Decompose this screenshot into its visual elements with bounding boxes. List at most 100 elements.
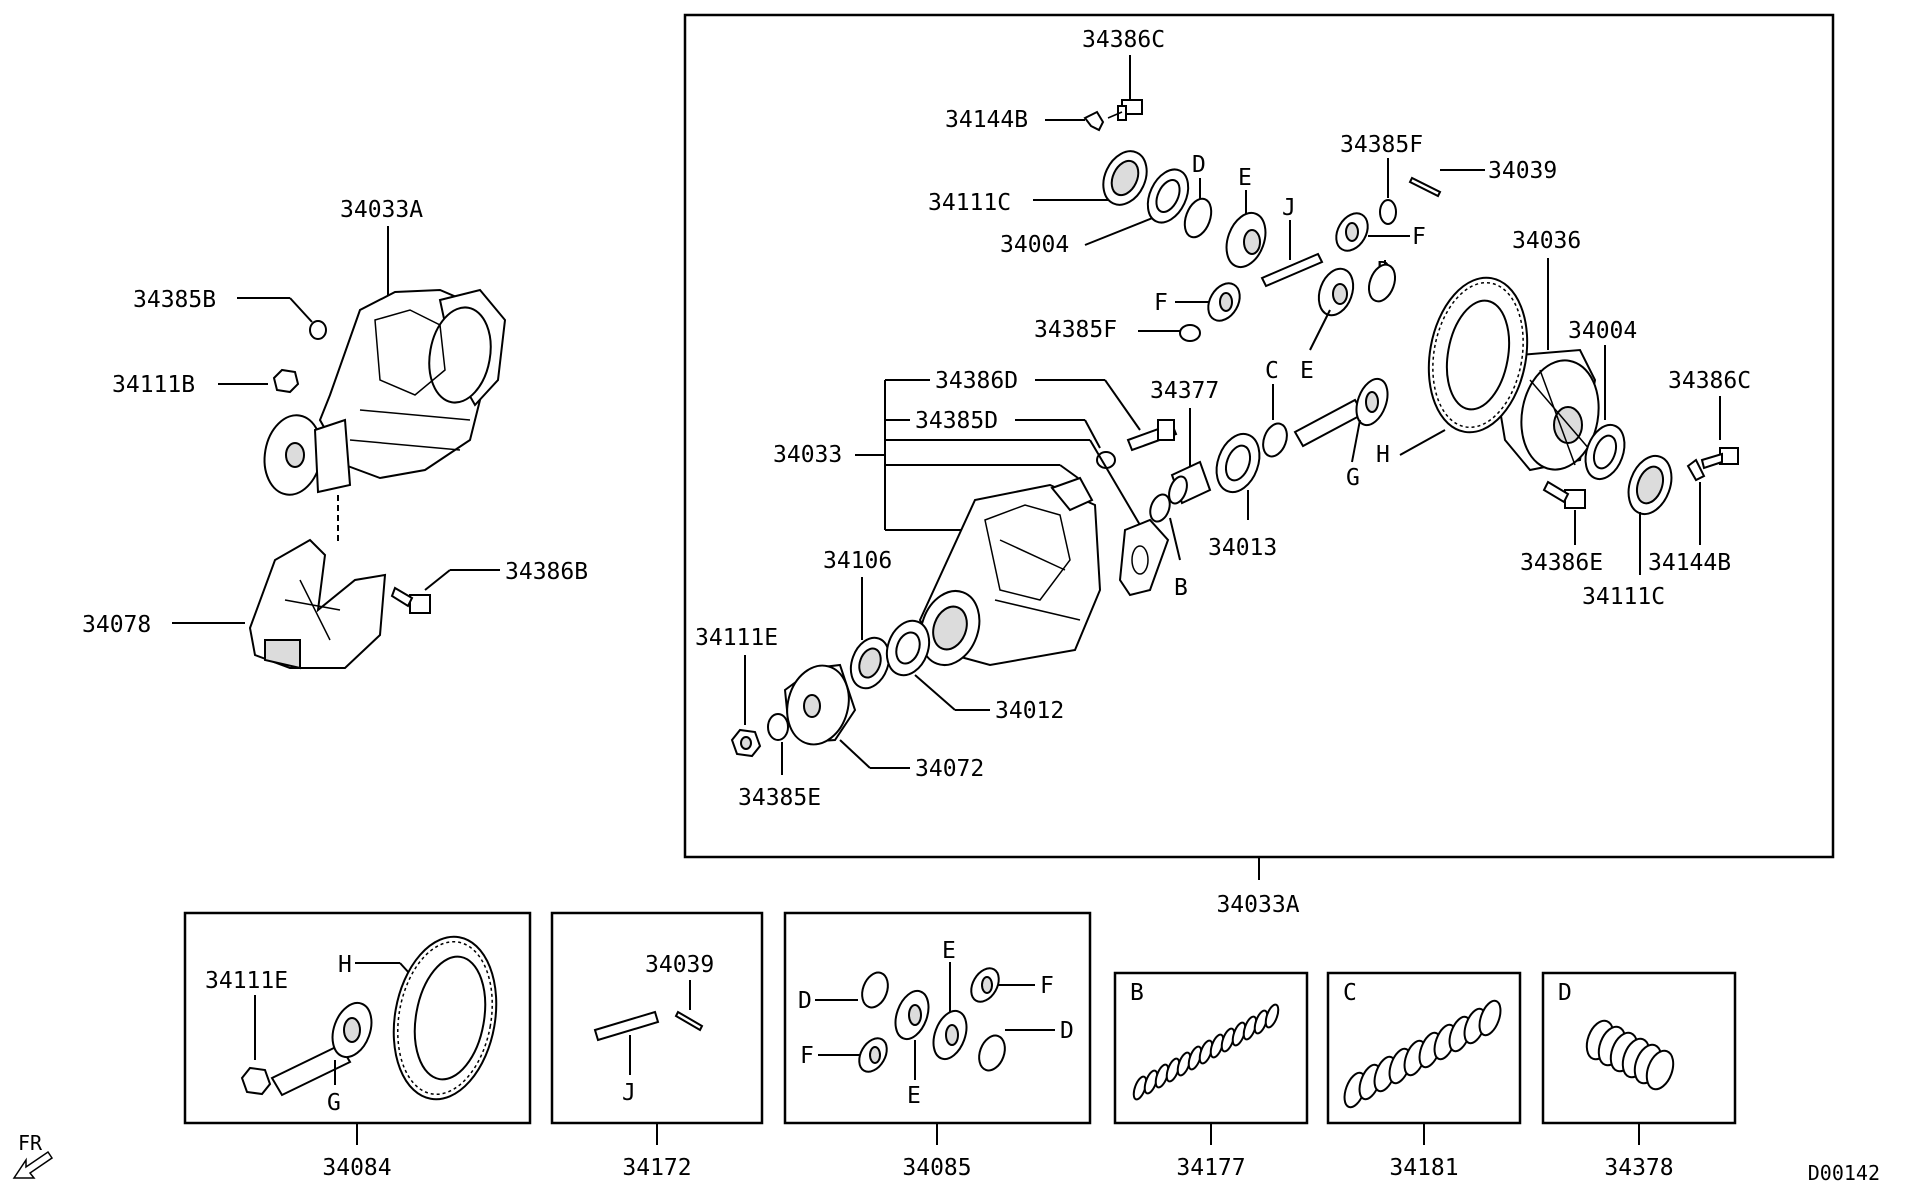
side-gear-E-kit-1 [894,989,930,1041]
label-34111C-top[interactable]: 34111C [928,190,1011,216]
kit-34172-label-pin[interactable]: 34039 [645,952,714,978]
kit-number-34177[interactable]: 34177 [1176,1155,1245,1181]
pinion-gear-F-kit-1 [970,967,1000,1003]
kit-34084-label-pinion[interactable]: G [327,1090,341,1116]
label-34385D[interactable]: 34385D [915,408,998,434]
lock-plate-34144B-right [1686,458,1706,482]
kit-34085-label-E1[interactable]: E [942,938,956,964]
kit-number-34172[interactable]: 34172 [622,1155,691,1181]
label-34377[interactable]: 34377 [1150,378,1219,404]
label-34386C-top[interactable]: 34386C [1082,27,1165,53]
kit-34177-label-letter[interactable]: B [1130,980,1144,1006]
washer-34385E [767,713,789,741]
kit-number-34181[interactable]: 34181 [1389,1155,1458,1181]
kit-frame-34085 [783,911,1092,1125]
carrier-assembly-34033A [263,288,507,496]
spacer-B [1149,493,1171,523]
label-34078[interactable]: 34078 [82,612,151,638]
ring-gear-H-kit [392,935,498,1101]
oil-seal-34106 [849,636,891,690]
kit-34172-label-shaft[interactable]: J [622,1080,636,1106]
letter-D-top[interactable]: D [1192,152,1206,178]
kit-number-34085[interactable]: 34085 [902,1155,971,1181]
ring-gear-H-main [1427,276,1529,434]
label-34036[interactable]: 34036 [1512,228,1581,254]
bolt-34386C-top [1107,99,1143,121]
label-34013[interactable]: 34013 [1208,535,1277,561]
pinion-shaft-J-kit [593,1010,660,1042]
main-assembly-frame [683,13,1835,859]
nut-34111B [272,368,300,394]
bolt-34386B [390,586,431,614]
collapsible-spacer-34377 [1168,460,1212,505]
label-34385F-top[interactable]: 34385F [1340,132,1423,158]
label-34033A-left[interactable]: 34033A [340,197,423,223]
bearing-34004-right [1584,423,1626,481]
label-34144B-right[interactable]: 34144B [1648,550,1731,576]
label-34072[interactable]: 34072 [915,756,984,782]
main-assembly-number[interactable]: 34033A [1216,892,1299,918]
kit-number-34378[interactable]: 34378 [1604,1155,1673,1181]
side-gear-E-top [1225,211,1267,269]
diagram-id: D00142 [1808,1161,1880,1185]
spacer-C [1262,422,1288,458]
letter-H-main[interactable]: H [1376,442,1390,468]
label-34386C-right[interactable]: 34386C [1668,368,1751,394]
bracket-34078 [248,538,387,670]
letter-E-mid[interactable]: E [1300,358,1314,384]
bolt-34386E [1542,480,1586,509]
bearing-34004-top [1146,168,1190,224]
washer-34385F-mid [1179,324,1201,342]
label-34386E[interactable]: 34386E [1520,550,1603,576]
washer-34385B [309,320,327,340]
kit-34085-label-D1[interactable]: D [798,988,812,1014]
letter-F-top[interactable]: F [1412,224,1426,250]
kit-34084-label-ring[interactable]: H [338,952,352,978]
label-34144B-top[interactable]: 34144B [945,107,1028,133]
drive-pinion-G-kit [270,1001,373,1097]
label-34039[interactable]: 34039 [1488,158,1557,184]
kit-number-34084[interactable]: 34084 [322,1155,391,1181]
kit-34181-label-letter[interactable]: C [1343,980,1357,1006]
label-34033[interactable]: 34033 [773,442,842,468]
carrier-housing-34033 [918,476,1102,667]
label-34004-right[interactable]: 34004 [1568,318,1637,344]
spacer-stack-C [1343,999,1502,1109]
oil-seal-34111C-right [1627,454,1673,516]
kit-34085-label-E2[interactable]: E [907,1083,921,1109]
bolt-34386C-right [1700,447,1739,470]
letter-B[interactable]: B [1174,575,1188,601]
letter-J[interactable]: J [1282,195,1296,221]
nut-34111E-kit [240,1066,272,1096]
label-34111E[interactable]: 34111E [695,625,778,651]
pinion-gear-F-mid [1207,282,1241,322]
letter-E-top[interactable]: E [1238,165,1252,191]
label-34111C-right[interactable]: 34111C [1582,584,1665,610]
label-34111B[interactable]: 34111B [112,372,195,398]
bearing-34012 [885,619,931,677]
kit-34378-label-letter[interactable]: D [1558,980,1572,1006]
label-34386B[interactable]: 34386B [505,559,588,585]
kit-34085-label-D2[interactable]: D [1060,1018,1074,1044]
front-orientation-label: FR [18,1131,43,1155]
label-34385B[interactable]: 34385B [133,287,216,313]
pinion-gear-F-kit-2 [858,1037,888,1073]
label-34106[interactable]: 34106 [823,548,892,574]
side-gear-E-kit-2 [932,1009,968,1061]
label-34385F-mid[interactable]: 34385F [1034,317,1117,343]
label-34004-top[interactable]: 34004 [1000,232,1069,258]
kit-34085-label-F2[interactable]: F [1040,973,1054,999]
letter-C[interactable]: C [1265,358,1279,384]
letter-F-mid[interactable]: F [1154,290,1168,316]
nut-34111E [730,728,762,758]
label-34385E[interactable]: 34385E [738,785,821,811]
letter-G-main[interactable]: G [1346,465,1360,491]
kit-34084-label-nut[interactable]: 34111E [205,968,288,994]
label-34386D[interactable]: 34386D [935,368,1018,394]
pinion-gear-F-top [1335,212,1369,252]
thrust-washer-D-mid [1367,263,1397,303]
label-34012[interactable]: 34012 [995,698,1064,724]
side-gear-E-mid [1317,267,1355,317]
kit-34085-label-F1[interactable]: F [800,1043,814,1069]
thrust-washer-D-kit-1 [861,971,889,1009]
